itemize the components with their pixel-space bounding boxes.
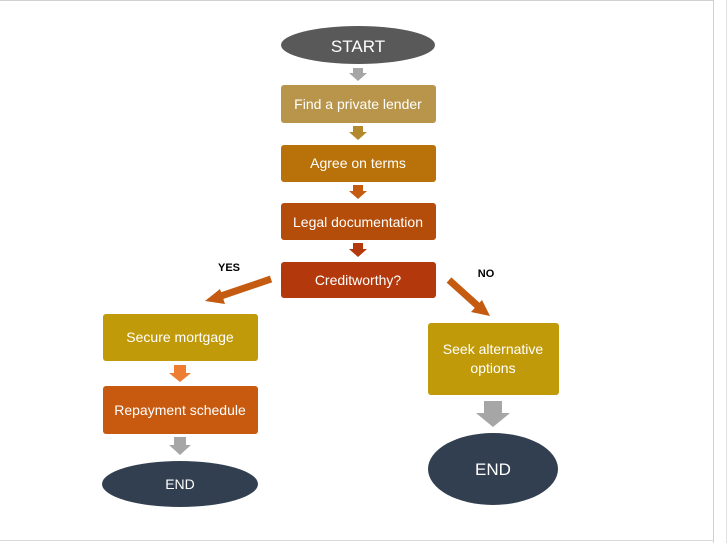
find-lender-step[interactable]: Find a private lender (281, 85, 436, 123)
yes-label: YES (218, 262, 240, 274)
page-border-bottom (0, 540, 714, 541)
secure-mortgage-step[interactable]: Secure mortgage (103, 314, 258, 361)
arrow-alternative-to-end (476, 401, 510, 427)
agree-terms-label: Agree on terms (310, 155, 406, 171)
find-lender-label: Find a private lender (294, 96, 422, 112)
no-label: NO (478, 268, 495, 280)
end-label-yes: END (165, 476, 195, 492)
arrow-agree-terms-to-legal (349, 185, 367, 199)
repayment-schedule-step[interactable]: Repayment schedule (103, 386, 258, 434)
page-border-top (0, 0, 714, 1)
legal-documentation-label: Legal documentation (293, 214, 423, 230)
page-border-right (713, 0, 714, 543)
alternative-options-step[interactable]: Seek alternative options (428, 323, 559, 395)
legal-documentation-step[interactable]: Legal documentation (281, 203, 436, 240)
creditworthy-decision[interactable]: Creditworthy? (281, 262, 436, 298)
arrow-start-to-find-lender (349, 68, 367, 81)
arrow-legal-to-decision (349, 243, 367, 257)
alternative-options-label-line1: Seek alternative (443, 341, 544, 357)
end-node-no[interactable]: END (428, 433, 558, 505)
arrow-repayment-to-end (169, 437, 191, 455)
agree-terms-step[interactable]: Agree on terms (281, 145, 436, 182)
creditworthy-label: Creditworthy? (315, 272, 402, 288)
page-border-right-outer (726, 0, 727, 543)
start-label: START (331, 37, 385, 56)
arrow-no-to-alternative (446, 277, 490, 316)
arrow-find-lender-to-agree-terms (349, 126, 367, 140)
end-node-yes[interactable]: END (102, 461, 258, 507)
repayment-schedule-label: Repayment schedule (114, 402, 246, 418)
arrow-yes-to-secure-mortgage (205, 275, 273, 304)
secure-mortgage-label: Secure mortgage (126, 329, 234, 345)
start-node[interactable]: START (281, 26, 435, 64)
end-label-no: END (475, 460, 511, 479)
alternative-options-label-line2: options (470, 360, 515, 376)
arrow-secure-to-repayment (169, 365, 191, 382)
